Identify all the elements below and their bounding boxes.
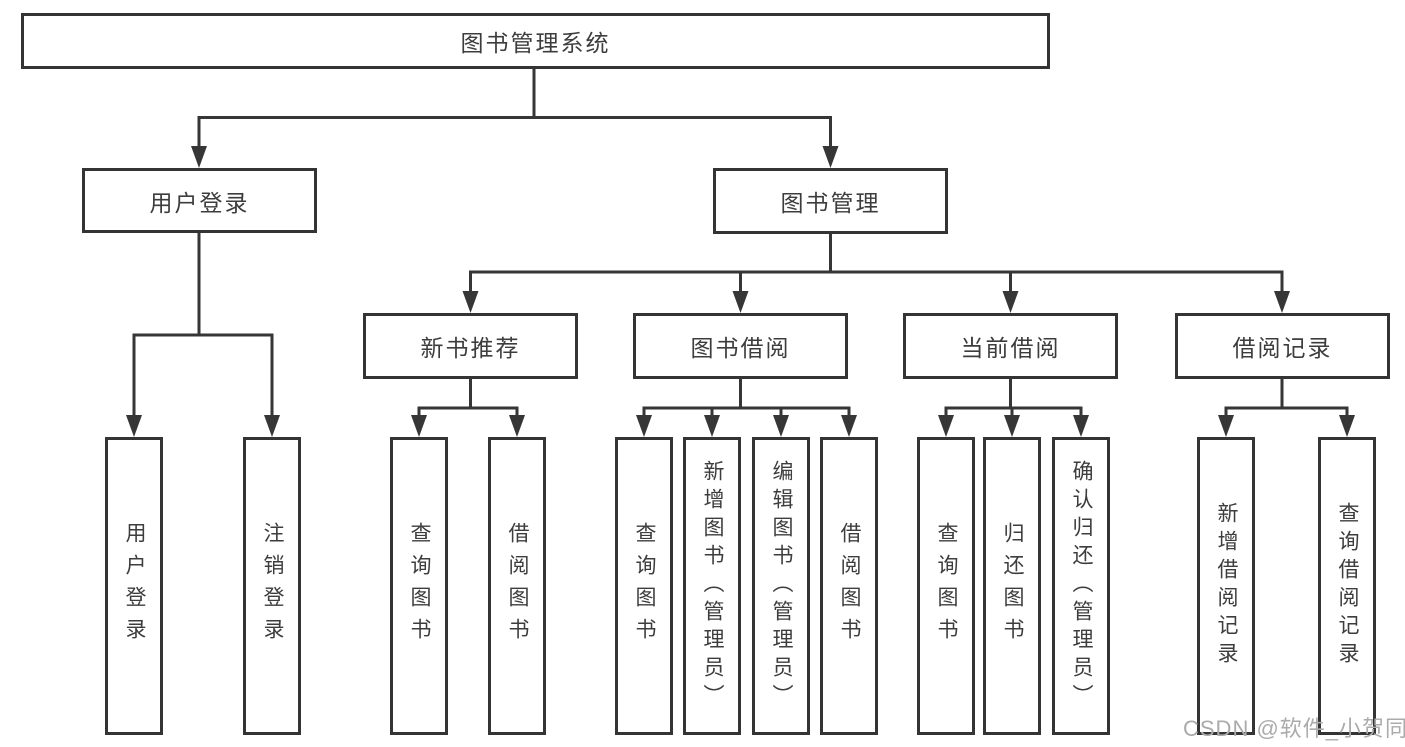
leaf-records-add-borrow-record: 新增借阅记录 [1197, 437, 1255, 735]
leaf-current-return-book: 归还图书 [983, 437, 1041, 735]
leaf-current-confirm-return-admin: 确认归还（管理员） [1052, 437, 1110, 735]
leaf-borrowing-borrow-book: 借阅图书 [820, 437, 878, 735]
node-user-login: 用户登录 [82, 168, 317, 233]
leaf-borrowing-edit-book-admin: 编辑图书（管理员） [752, 437, 810, 735]
leaf-recommend-query-book: 查询图书 [390, 437, 448, 735]
node-book-borrowing: 图书借阅 [633, 313, 848, 379]
leaf-recommend-borrow-book: 借阅图书 [488, 437, 546, 735]
node-book-management: 图书管理 [713, 168, 948, 234]
node-library-management-system: 图书管理系统 [21, 13, 1050, 69]
node-current-borrowing: 当前借阅 [903, 313, 1118, 379]
leaf-borrowing-add-book-admin: 新增图书（管理员） [683, 437, 741, 735]
leaf-current-query-book: 查询图书 [917, 437, 975, 735]
leaf-records-query-borrow-record: 查询借阅记录 [1318, 437, 1376, 735]
node-borrowing-records: 借阅记录 [1175, 313, 1390, 379]
leaf-logout: 注销登录 [243, 437, 301, 735]
leaf-borrowing-query-book: 查询图书 [615, 437, 673, 735]
node-new-book-recommendation: 新书推荐 [363, 313, 578, 379]
watermark: CSDN @软件_小贺同学 [1183, 716, 1405, 741]
leaf-user-login: 用户登录 [105, 437, 163, 735]
